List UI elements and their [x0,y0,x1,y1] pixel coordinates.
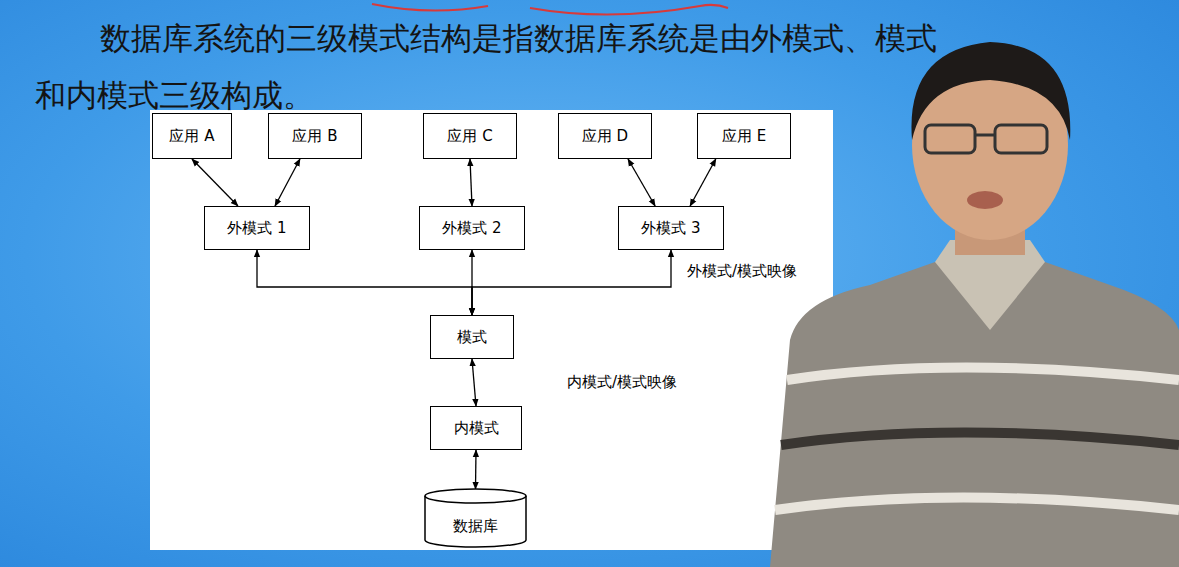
mapping-arrow [257,250,472,315]
node-label: 数据库 [453,517,498,536]
schema-box: 外模式 3 [618,206,724,250]
slide-title: 数据库系统的三级模式结构是指数据库系统是由外模式、模式和内模式三级构成。 [35,10,947,124]
node-label: 外模式 1 [227,219,286,238]
sweater-stripe [787,368,1179,381]
schema-box: 应用 B [268,113,362,159]
sweater-stripe [781,433,1179,446]
node-label: 应用 B [292,127,337,146]
node-label: 外模式 3 [641,219,700,238]
node-label: 应用 E [722,127,766,146]
schema-box: 应用 C [423,113,517,159]
schema-box: 应用 E [697,113,791,159]
schema-box: 模式 [430,315,514,359]
mapping-label: 内模式/模式映像 [565,373,679,392]
glasses [925,125,975,153]
schema-box: 应用 D [558,113,652,159]
mapping-arrow [472,359,476,406]
sweater-stripe [775,498,1179,511]
node-label: 模式 [457,328,487,347]
schema-box: 外模式 1 [204,206,310,250]
mapping-arrow [472,250,671,315]
schema-box: 外模式 2 [419,206,525,250]
mapping-arrow [690,159,716,206]
mouth [967,191,1003,209]
node-label: 应用 C [447,127,492,146]
mapping-arrow [275,159,300,206]
mapping-arrow [475,450,477,489]
glasses [995,125,1047,153]
node-label: 应用 D [582,127,628,146]
mapping-arrow [628,159,655,206]
schema-box: 内模式 [430,406,522,450]
schema-box: 应用 A [152,113,232,159]
red-underline [372,4,488,11]
mapping-label: 外模式/模式映像 [685,262,799,281]
node-label: 应用 A [169,127,214,146]
database-cylinder: 数据库 [424,488,527,548]
red-underline [530,5,728,15]
mapping-arrow [470,159,472,206]
mapping-arrow [192,159,238,206]
node-label: 内模式 [454,419,499,438]
node-label: 外模式 2 [442,219,501,238]
